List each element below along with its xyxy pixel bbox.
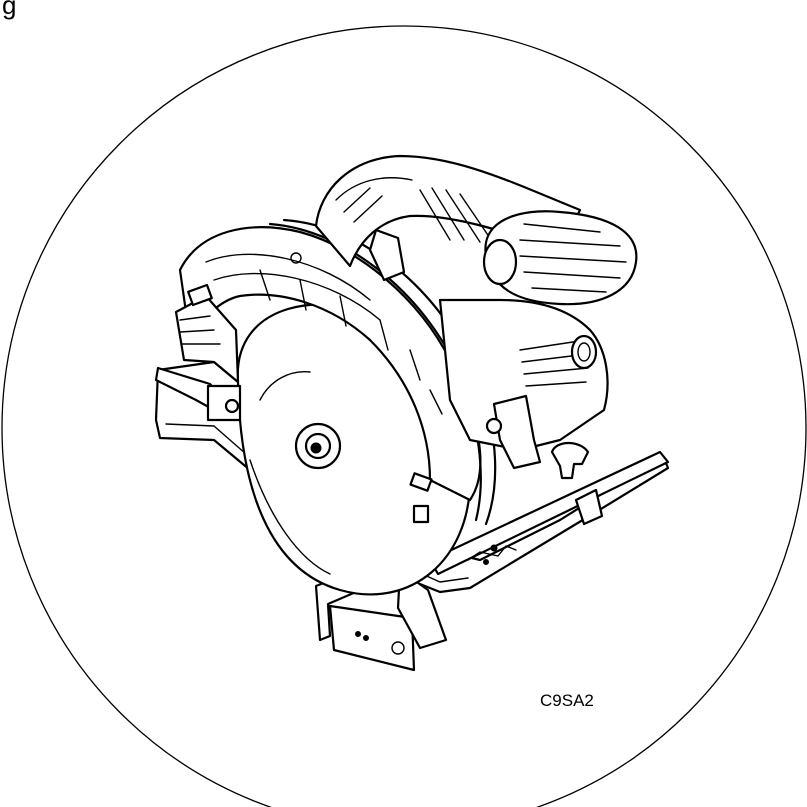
blade-guard (178, 226, 482, 502)
figure-corner-label: g (2, 0, 16, 20)
top-handle (314, 154, 582, 268)
circular-saw-icon (154, 154, 670, 672)
bevel-knob (550, 441, 590, 480)
depth-knob (492, 394, 542, 470)
figure-frame-circle (1, 25, 807, 807)
figure-code-label: C9SA2 (540, 691, 594, 710)
motor-housing (438, 298, 609, 452)
